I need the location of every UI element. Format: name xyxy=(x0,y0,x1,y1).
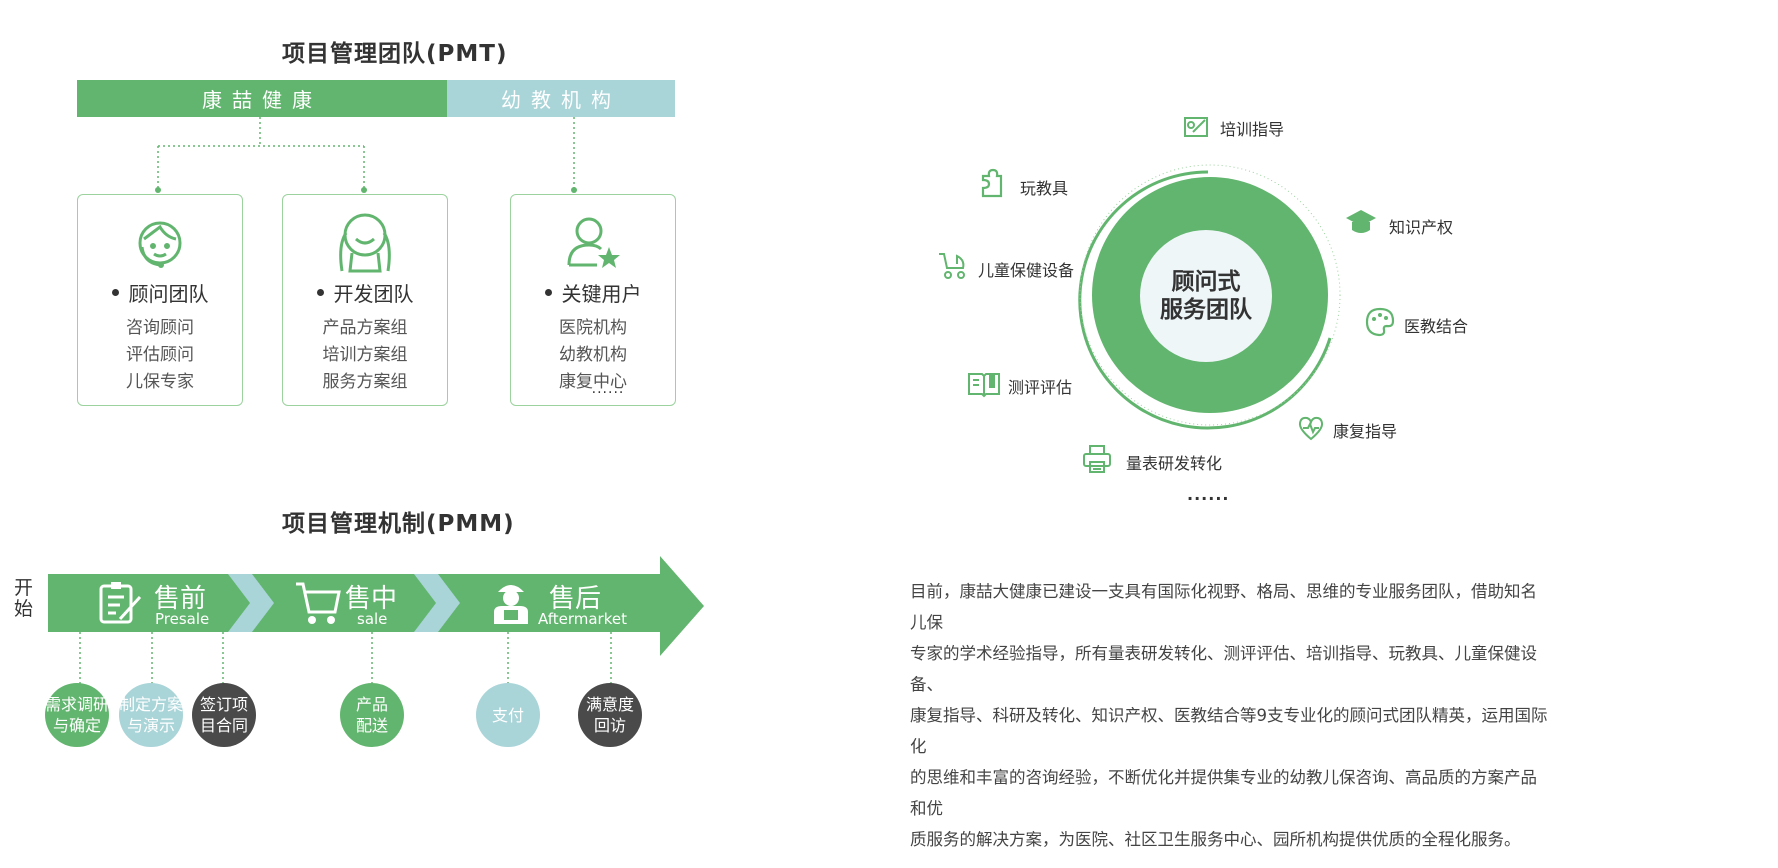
start-label-char: 始 xyxy=(14,598,34,620)
stage-sale-sub: sale xyxy=(357,610,388,628)
step-line: 需求调研 xyxy=(45,695,110,714)
card-consultant-team: 顾问团队 咨询顾问 评估顾问 儿保专家 xyxy=(77,194,243,406)
step-sign-contract: 签订项目合同 xyxy=(192,683,256,747)
ring-center-title: 顾问式 服务团队 xyxy=(1146,268,1266,324)
stroller-icon xyxy=(939,253,965,279)
card-key-users: 关键用户 医院机构 幼教机构 康复中心 ...... xyxy=(510,194,676,406)
service-team-ring xyxy=(1078,164,1341,430)
label-training: 培训指导 xyxy=(1220,120,1285,139)
headset-person-icon xyxy=(138,221,182,268)
printer-icon xyxy=(1083,445,1111,473)
step-line: 回访 xyxy=(593,716,626,735)
stage-sale: 售中 xyxy=(345,584,398,614)
bar-preschool: 幼教机构 xyxy=(447,80,675,117)
step-line: 制定方案 xyxy=(119,695,184,714)
label-ip: 知识产权 xyxy=(1389,218,1454,237)
pmm-title: 项目管理机制(PMM) xyxy=(282,511,515,537)
palette-icon xyxy=(1365,307,1395,337)
label-med-edu: 医教结合 xyxy=(1404,317,1469,336)
stage-presale-sub: Presale xyxy=(155,610,210,628)
step-needs-research: 需求调研与确定 xyxy=(45,683,109,747)
bar-kangzhe: 康喆健康 xyxy=(77,80,447,117)
step-line: 满意度 xyxy=(585,695,634,714)
paragraph-line: 的思维和丰富的咨询经验，不断优化并提供集专业的幼教儿保咨询、高品质的方案产品和优 xyxy=(910,768,1537,818)
shopping-cart-icon xyxy=(296,582,341,624)
step-line: 与演示 xyxy=(126,716,175,735)
stage-aftermarket: 售后 xyxy=(549,584,602,614)
team-people-icon xyxy=(339,213,391,273)
puzzle-icon xyxy=(981,168,1003,198)
step-payment: 支付 xyxy=(476,683,540,747)
paragraph-line: 质服务的解决方案，为医院、社区卫生服务中心、园所机构提供优质的全程化服务。 xyxy=(910,830,1521,849)
card-heading: 开发团队 xyxy=(283,278,447,307)
card-more-ellipsis: ...... xyxy=(591,381,625,397)
book-icon xyxy=(968,373,1000,398)
service-worker-icon xyxy=(494,585,528,624)
pmt-connectors xyxy=(155,117,577,193)
start-label: 开 始 xyxy=(14,578,33,620)
card-item: 咨询顾问 xyxy=(126,318,194,338)
step-line: 支付 xyxy=(491,705,524,725)
paragraph-line: 目前，康喆大健康已建设一支具有国际化视野、格局、思维的专业服务团队，借助知名儿保 xyxy=(910,582,1537,632)
ring-more-ellipsis: ...... xyxy=(1187,485,1230,504)
step-plan-demo: 制定方案与演示 xyxy=(119,683,183,747)
card-heading: 顾问团队 xyxy=(78,278,242,307)
card-item: 评估顾问 xyxy=(126,345,194,365)
step-line: 目合同 xyxy=(199,716,248,735)
ring-center-line: 顾问式 xyxy=(1171,269,1241,295)
card-item: 康复中心 xyxy=(559,372,627,392)
stage-aftermarket-sub: Aftermarket xyxy=(538,610,627,628)
step-line: 产品 xyxy=(355,695,388,714)
step-product-delivery: 产品配送 xyxy=(340,683,404,747)
card-dev-team: 开发团队 产品方案组 培训方案组 服务方案组 xyxy=(282,194,448,406)
card-item: 产品方案组 xyxy=(322,318,408,338)
label-scale: 量表研发转化 xyxy=(1126,454,1223,473)
clipboard-pen-icon xyxy=(99,582,142,624)
label-toys: 玩教具 xyxy=(1020,179,1069,198)
step-line: 配送 xyxy=(355,716,388,735)
step-connectors xyxy=(79,632,612,684)
step-line: 签订项 xyxy=(199,695,248,714)
pmt-title: 项目管理团队(PMT) xyxy=(282,41,508,67)
user-star-icon xyxy=(567,217,620,268)
card-item: 培训方案组 xyxy=(322,345,408,365)
paragraph-line: 康复指导、科研及转化、知识产权、医教结合等9支专业化的顾问式团队精英，运用国际化 xyxy=(910,706,1548,756)
paragraph-line: 专家的学术经验指导，所有量表研发转化、测评评估、培训指导、玩教具、儿童保健设备、 xyxy=(910,644,1537,694)
card-item: 幼教机构 xyxy=(559,345,627,365)
training-board-icon xyxy=(1184,117,1208,137)
label-assessment: 测评评估 xyxy=(1008,378,1073,397)
card-item: 服务方案组 xyxy=(322,372,408,392)
label-child-health: 儿童保健设备 xyxy=(978,261,1075,280)
card-heading: 关键用户 xyxy=(511,278,675,307)
ring-center-line: 服务团队 xyxy=(1160,297,1252,323)
label-rehab: 康复指导 xyxy=(1333,422,1398,441)
card-item: 医院机构 xyxy=(559,318,627,338)
description-paragraph: 目前，康喆大健康已建设一支具有国际化视野、格局、思维的专业服务团队，借助知名儿保… xyxy=(910,576,1550,855)
step-satisfaction-visit: 满意度回访 xyxy=(578,683,642,747)
start-label-char: 开 xyxy=(14,577,34,599)
stage-presale: 售前 xyxy=(154,584,207,614)
graduation-cap-icon xyxy=(1346,210,1376,233)
heart-pulse-icon xyxy=(1298,416,1324,441)
step-line: 与确定 xyxy=(52,716,101,735)
card-item: 儿保专家 xyxy=(126,372,194,392)
process-arrow xyxy=(48,556,704,656)
